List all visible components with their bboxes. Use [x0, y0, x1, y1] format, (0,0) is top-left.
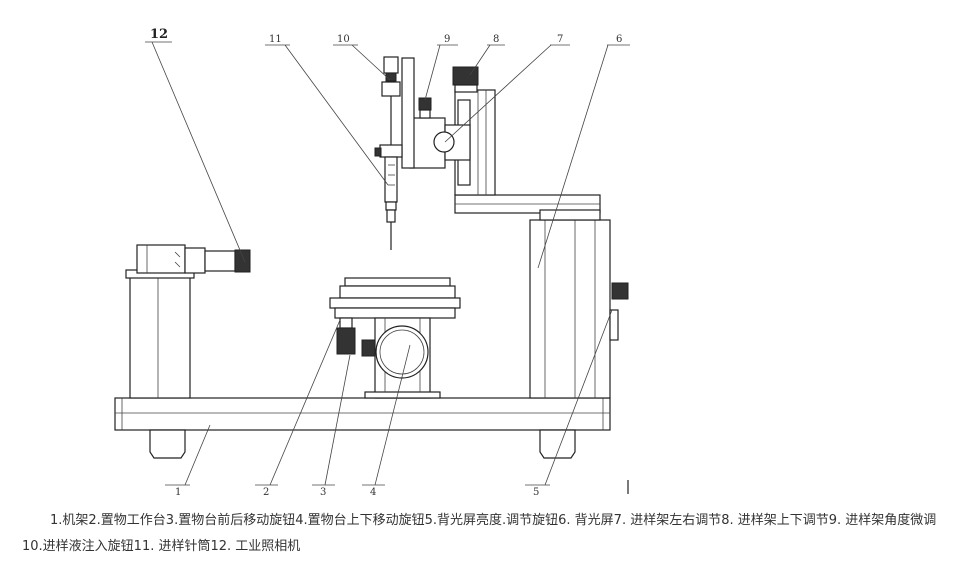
label-3: 3 — [320, 487, 326, 498]
label-11: 11 — [269, 34, 282, 45]
label-9: 9 — [444, 34, 450, 45]
sample-stage — [329, 277, 461, 399]
backlight-screen — [529, 219, 619, 399]
label-5: 5 — [533, 487, 539, 498]
label-12: 12 — [150, 27, 168, 42]
industrial-camera — [136, 244, 251, 274]
syringe — [374, 56, 415, 250]
label-7: 7 — [557, 34, 563, 45]
label-2: 2 — [263, 487, 269, 498]
label-6: 6 — [616, 34, 622, 45]
contact-angle-instrument-diagram: 1 2 3 4 5 6 7 8 9 10 11 12 — [114, 27, 630, 498]
vertical-adjust-knob — [452, 66, 479, 93]
label-1: 1 — [175, 487, 181, 498]
leader-lines — [145, 41, 630, 494]
backlight-brightness-knob — [611, 282, 629, 300]
stage-front-back-knob — [336, 317, 356, 355]
angle-fine-adjust-knob — [418, 97, 432, 119]
camera-column — [125, 269, 195, 399]
injection-arm — [454, 89, 601, 221]
label-4: 4 — [370, 487, 376, 498]
label-8: 8 — [493, 34, 499, 45]
figure-caption: 1.机架2.置物工作台3.置物台前后移动旋钮4.置物台上下移动旋钮5.背光屏亮度… — [22, 513, 937, 554]
stage-up-down-knob — [361, 339, 376, 357]
frame-base — [114, 397, 611, 459]
label-10: 10 — [337, 34, 350, 45]
left-right-adjust-block — [409, 117, 471, 169]
